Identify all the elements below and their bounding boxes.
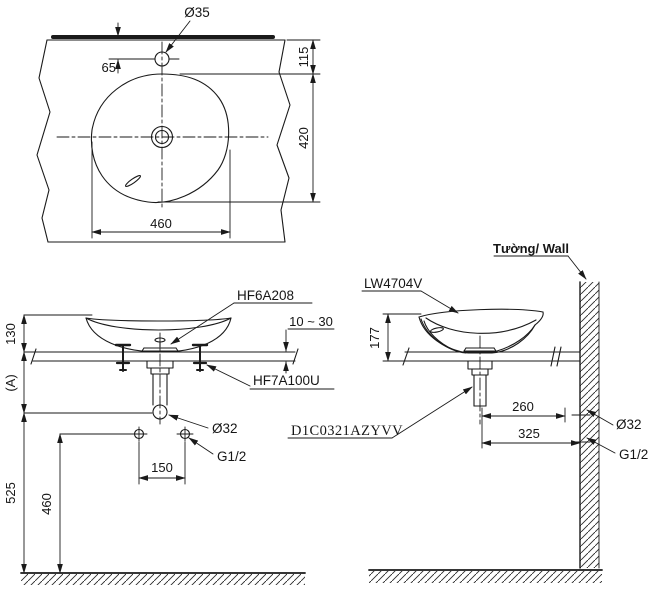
supply-point-left — [130, 426, 148, 442]
drain-dia-label-side: Ø32 — [616, 417, 642, 432]
drain-outer-plan — [150, 125, 174, 149]
drain-inner-plan — [154, 129, 170, 145]
fixing-bolt-left — [114, 343, 132, 372]
dim-525-label: 525 — [3, 482, 18, 504]
dim-420-label: 420 — [296, 127, 311, 149]
basin-model-leader — [420, 290, 459, 314]
plan-view: Ø35 65 115 420 460 — [36, 5, 321, 243]
supply-thread-label-side: G1/2 — [619, 447, 648, 462]
slab-break-mark-1 — [550, 346, 556, 367]
counter-break-right — [276, 39, 291, 243]
hole-offset-label: 65 — [102, 60, 116, 75]
fixing-part-leader — [206, 364, 251, 387]
supply-point-right — [176, 426, 194, 442]
wall-label: Tường/ Wall — [493, 241, 569, 256]
supply-thread-leader-front — [188, 437, 214, 455]
bowl-near-rim — [85, 317, 232, 331]
hole-diameter-label: Ø35 — [184, 5, 210, 20]
slab-break-left — [30, 348, 37, 365]
dim-260-label: 260 — [512, 399, 534, 414]
wall-hatch — [580, 282, 599, 568]
basin-outline-plan — [90, 73, 230, 204]
dim-460-front-label: 460 — [39, 493, 54, 515]
slab-break-right — [292, 348, 299, 365]
dim-460-label: 460 — [150, 216, 172, 231]
drain-dia-label-front: Ø32 — [212, 421, 238, 436]
dim-177-label: 177 — [367, 327, 382, 349]
counter-thickness-label: 10 ~ 30 — [289, 314, 333, 329]
dim-150-label: 150 — [151, 460, 173, 475]
floor-hatch-front — [21, 574, 305, 585]
drain-dia-leader-front — [168, 414, 209, 429]
wall-label-leader — [567, 255, 587, 280]
slab-break-left-side — [402, 347, 410, 366]
basin-model-label: LW4704V — [364, 276, 422, 291]
slab-break-mark-2 — [556, 346, 562, 367]
dim-A-label: (A) — [3, 374, 18, 391]
side-view: 177 260 325 Tường/ Wall LW4704V D1C0321A… — [287, 241, 648, 583]
fixing-bolt-right — [191, 343, 209, 372]
dim-130-label: 130 — [3, 323, 18, 345]
bowl-far-rim — [85, 317, 232, 322]
trap-part-label: D1C0321AZYVV — [291, 423, 403, 439]
supply-thread-label-front: G1/2 — [217, 449, 246, 464]
supply-thread-leader-side — [586, 437, 616, 454]
drain-part-label: HF6A208 — [237, 288, 294, 303]
dim-325-label: 325 — [518, 426, 540, 441]
drain-dia-leader-side — [586, 409, 614, 426]
overflow-slot-plan — [124, 175, 142, 187]
counter-break-left — [36, 39, 51, 243]
bowl-body — [85, 317, 232, 353]
bowl-profile-side — [418, 308, 544, 354]
dim-115-label: 115 — [296, 47, 311, 68]
fixing-part-label: HF7A100U — [253, 373, 320, 388]
floor-hatch-side — [369, 571, 602, 583]
drain-part-leader — [170, 302, 235, 345]
trap-part-leader — [391, 386, 473, 439]
hole-dia-leader — [165, 20, 191, 53]
front-view: 130 (A) 525 460 150 HF6A208 10 ~ 30 HF7A… — [3, 288, 335, 585]
